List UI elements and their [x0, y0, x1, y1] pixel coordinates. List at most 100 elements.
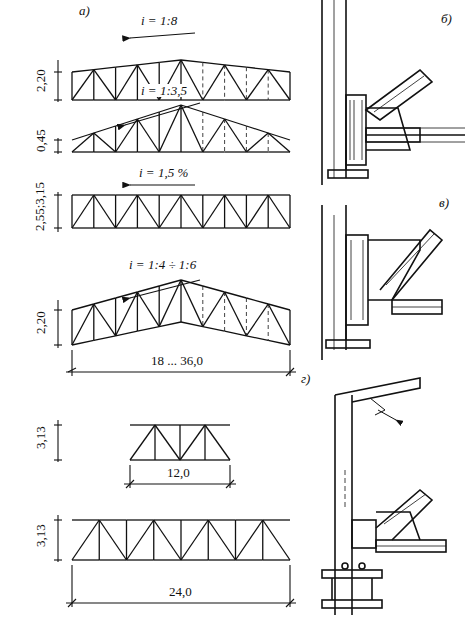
truss-member: [246, 304, 268, 336]
truss-member: [202, 112, 203, 152]
truss-member: [225, 292, 247, 336]
truss-member: [115, 298, 116, 336]
truss-member: [180, 520, 181, 560]
truss-member: [181, 60, 203, 62]
truss-member: [181, 280, 203, 286]
truss-member: [224, 119, 225, 152]
truss-member: [246, 133, 268, 152]
slope-label: i = 1:4 ÷ 1:6: [128, 258, 197, 271]
truss-member: [94, 336, 116, 341]
truss-member: [268, 151, 290, 152]
dimension-label: 2,55;3,15: [34, 180, 47, 231]
truss-member: [203, 99, 225, 100]
truss-member: [181, 519, 208, 520]
truss-member: [72, 70, 94, 72]
truss-member: [137, 194, 159, 195]
truss-member: [159, 195, 160, 228]
truss-member: [94, 194, 116, 195]
truss-member: [181, 559, 208, 560]
dimension-label: 2,20: [34, 68, 47, 93]
truss-member: [246, 99, 268, 100]
truss-member: [205, 424, 230, 425]
dimension-label: 3,13: [34, 523, 47, 548]
truss-member: [72, 133, 94, 152]
truss-member: [94, 151, 116, 152]
truss-member: [246, 195, 268, 228]
truss-member: [137, 119, 138, 152]
slope-label: в): [438, 196, 450, 209]
truss-member: [205, 459, 230, 460]
truss-member: [72, 340, 94, 345]
truss-member: [137, 62, 159, 64]
truss-member: [208, 519, 235, 520]
truss-member: [116, 99, 138, 100]
truss-member: [246, 126, 268, 133]
truss-member: [137, 99, 159, 100]
truss-member: [159, 194, 181, 195]
truss-member: [116, 65, 138, 100]
slope-label: б): [440, 12, 453, 25]
truss-member: [289, 195, 290, 228]
truss-member: [203, 65, 225, 100]
truss-member: [93, 195, 94, 228]
truss-member: [181, 195, 203, 228]
truss-member: [246, 67, 247, 100]
truss-member: [203, 194, 225, 195]
truss-member: [127, 559, 154, 560]
truss-member: [246, 298, 247, 336]
truss-member: [225, 194, 247, 195]
truss-member: [246, 126, 247, 152]
truss-member: [205, 425, 230, 460]
truss-member: [180, 424, 205, 425]
truss-member: [72, 194, 94, 195]
truss-member: [246, 227, 268, 228]
truss-member: [94, 133, 116, 152]
truss-member: [225, 195, 247, 228]
truss-member: [94, 195, 116, 228]
truss-member: [99, 519, 126, 520]
slope-label: i = 1:8: [140, 14, 178, 27]
truss-member: [180, 280, 181, 322]
truss-member: [154, 519, 181, 520]
truss-member: [181, 151, 203, 152]
truss-member: [203, 292, 225, 327]
truss-member: [225, 151, 247, 152]
truss-member: [93, 70, 94, 100]
truss-member: [130, 425, 155, 460]
truss-member: [99, 520, 126, 560]
truss-member: [127, 520, 154, 560]
truss-member: [289, 310, 290, 345]
truss-member: [72, 559, 99, 560]
dimension-label: 18 ... 36,0: [150, 354, 204, 367]
truss-member: [137, 327, 159, 332]
dimension-label: 24,0: [168, 585, 193, 598]
truss-member: [116, 194, 138, 195]
truss-member: [236, 559, 263, 560]
truss-member: [155, 459, 180, 460]
truss-member: [159, 322, 181, 327]
truss-member: [225, 227, 247, 228]
truss-member: [154, 520, 181, 560]
truss-member: [225, 331, 247, 336]
truss-member: [268, 340, 290, 345]
truss-member: [179, 425, 180, 460]
truss-member: [116, 65, 138, 67]
truss-member: [94, 99, 116, 100]
truss-member: [224, 292, 225, 331]
truss-member: [208, 559, 235, 560]
truss-member: [137, 227, 159, 228]
truss-member: [236, 519, 263, 520]
truss-member: [236, 520, 263, 560]
truss-member: [94, 70, 116, 100]
truss-member: [181, 322, 203, 327]
truss-member: [203, 112, 225, 119]
truss-member: [181, 520, 208, 560]
truss-member: [94, 67, 116, 69]
truss-member: [180, 425, 205, 460]
truss-member: [159, 227, 181, 228]
truss-member: [116, 292, 138, 336]
truss-member: [203, 286, 225, 292]
truss-member: [268, 70, 290, 100]
truss-member: [246, 195, 247, 228]
truss-member: [246, 67, 268, 69]
